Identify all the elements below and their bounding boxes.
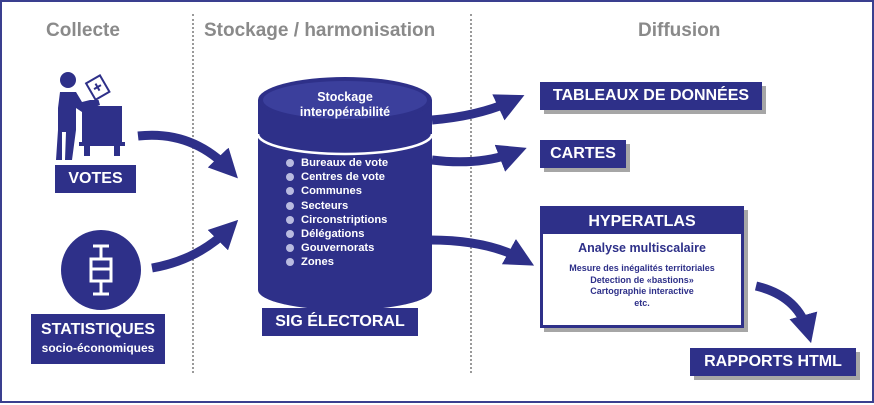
storage-title-line2: interopérabilité bbox=[299, 105, 391, 119]
arrow-votes-to-storage bbox=[137, 130, 238, 179]
ballot-box-voter-icon bbox=[56, 72, 125, 160]
arrow-stats-to-storage bbox=[151, 219, 239, 273]
hyperatlas-item: etc. bbox=[634, 297, 650, 308]
storage-level-item: Circonstriptions bbox=[286, 213, 388, 227]
hyperatlas-subtitle: Analyse multiscalaire bbox=[578, 241, 706, 255]
storage-level-item: Gouvernorats bbox=[286, 241, 388, 255]
storage-level-item: Bureaux de vote bbox=[286, 156, 388, 170]
arrow-to-cartes bbox=[431, 144, 527, 172]
bullet-icon bbox=[286, 258, 294, 267]
votes-label: VOTES bbox=[55, 165, 136, 193]
bullet-icon bbox=[286, 244, 294, 253]
storage-level-item: Secteurs bbox=[286, 199, 388, 213]
hyperatlas-panel: HYPERATLAS Analyse multiscalaire Mesure … bbox=[540, 206, 744, 328]
storage-levels-list: Bureaux de vote Centres de vote Communes… bbox=[286, 156, 388, 270]
rapports-html-box: RAPPORTS HTML bbox=[690, 348, 856, 376]
column-title-collecte: Collecte bbox=[46, 20, 120, 41]
column-divider-left bbox=[192, 14, 194, 373]
bullet-icon bbox=[286, 173, 294, 182]
hyperatlas-title: HYPERATLAS bbox=[543, 209, 741, 234]
column-title-diffusion: Diffusion bbox=[638, 20, 721, 41]
bullet-icon bbox=[286, 187, 294, 196]
bullet-icon bbox=[286, 159, 294, 168]
bullet-icon bbox=[286, 215, 294, 224]
hyperatlas-item: Mesure des inégalités territoriales bbox=[569, 263, 715, 273]
arrow-to-tableaux bbox=[431, 94, 525, 125]
storage-title-line1: Stockage bbox=[317, 90, 373, 104]
hyperatlas-item: Detection de «bastions» bbox=[590, 274, 694, 285]
statistiques-subtitle: socio-économiques bbox=[41, 341, 155, 355]
arrow-to-rapports bbox=[754, 281, 818, 344]
storage-title: Stockage interopérabilité bbox=[258, 90, 432, 120]
storage-level-item: Communes bbox=[286, 184, 388, 198]
tableaux-de-donnees-box: TABLEAUX DE DONNÉES bbox=[540, 82, 762, 110]
storage-level-item: Délégations bbox=[286, 227, 388, 241]
statistiques-title: STATISTIQUES bbox=[40, 321, 156, 338]
statistiques-label: STATISTIQUES socio-économiques bbox=[31, 314, 165, 364]
hyperatlas-items: Mesure des inégalités territoriales Dete… bbox=[543, 263, 741, 309]
bullet-icon bbox=[286, 201, 294, 210]
bullet-icon bbox=[286, 230, 294, 239]
hyperatlas-item: Cartographie interactive bbox=[590, 286, 694, 296]
storage-level-item: Zones bbox=[286, 255, 388, 269]
storage-level-item: Centres de vote bbox=[286, 170, 388, 184]
arrow-to-hyperatlas bbox=[429, 235, 535, 266]
cartes-box: CARTES bbox=[540, 140, 626, 168]
column-title-stockage: Stockage / harmonisation bbox=[204, 20, 436, 41]
storage-cylinder bbox=[256, 77, 434, 310]
boxplot-icon bbox=[61, 230, 141, 310]
sig-electoral-label: SIG ÉLECTORAL bbox=[262, 308, 418, 336]
column-divider-right bbox=[470, 14, 472, 373]
